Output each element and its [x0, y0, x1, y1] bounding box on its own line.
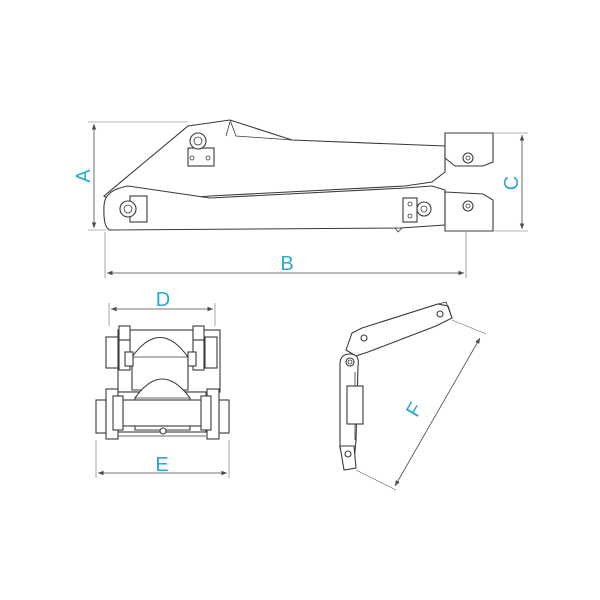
dimension-c-label: C	[501, 176, 523, 190]
dimension-b-label: B	[280, 253, 293, 275]
front-lower-pin	[416, 201, 432, 217]
lower-jaw	[444, 191, 494, 232]
upper-jaw	[444, 132, 494, 167]
open-upper-arm	[345, 303, 453, 357]
open-view: F	[339, 301, 487, 491]
dimension-a-label: A	[73, 169, 95, 183]
hydraulic-cylinder	[346, 385, 364, 425]
dimension-d-label: D	[156, 289, 170, 311]
top-left-cheek	[105, 336, 119, 369]
upper-pin	[189, 132, 207, 150]
bottom-right-plate	[218, 399, 230, 434]
dimension-f-line	[394, 337, 481, 487]
lower-arm	[103, 185, 446, 231]
side-view: A B C	[73, 119, 528, 278]
top-right-cheek	[204, 336, 218, 369]
dimension-e-label: E	[155, 454, 168, 476]
bottom-left-plate	[95, 399, 107, 434]
rear-pin	[119, 200, 137, 218]
top-roller	[131, 336, 189, 391]
dimension-f-label: F	[402, 399, 427, 421]
front-view: D E	[95, 289, 230, 478]
open-jaw	[339, 445, 357, 471]
